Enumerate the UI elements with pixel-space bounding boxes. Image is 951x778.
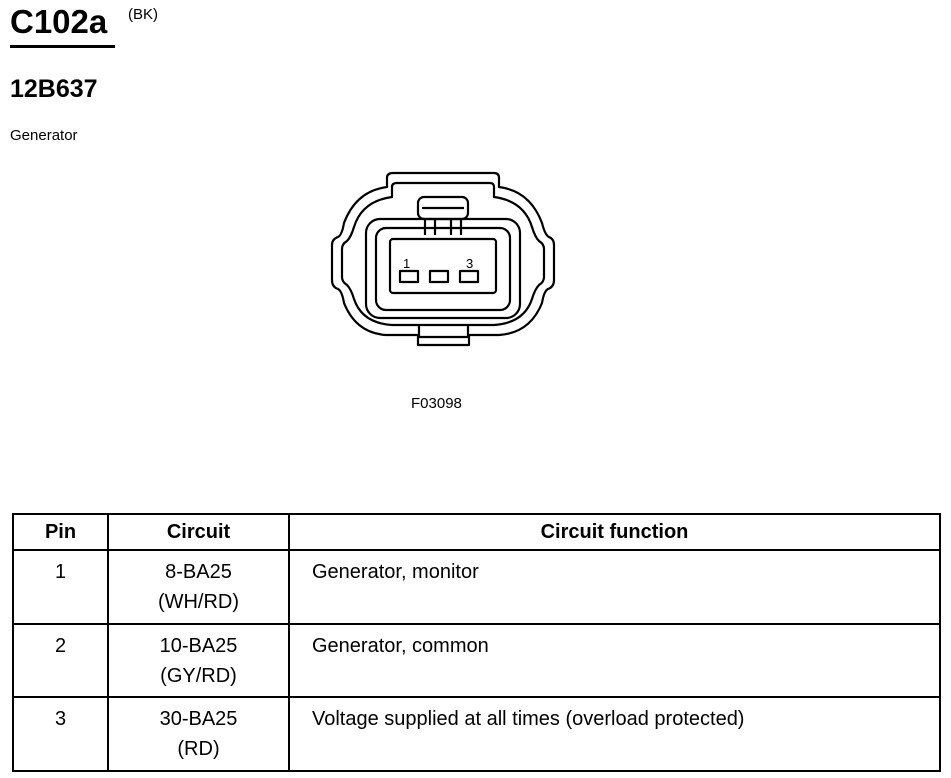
table-row: 3 30-BA25 (RD) Voltage supplied at all t… xyxy=(12,696,941,772)
terminal-1 xyxy=(398,269,420,284)
circuit-cell: 8-BA25 (WH/RD) xyxy=(107,549,290,625)
latch xyxy=(416,195,470,221)
wire-color: (GY/RD) xyxy=(160,665,237,687)
connector-id: C102a xyxy=(10,3,108,40)
header-pin: Pin xyxy=(12,513,109,551)
header-circuit: Circuit xyxy=(107,513,290,551)
table-row: 2 10-BA25 (GY/RD) Generator, common xyxy=(12,623,941,698)
pin-label-3: 3 xyxy=(466,256,473,271)
connector-face-diagram: 1 3 xyxy=(330,171,556,347)
component-name: Generator xyxy=(10,127,78,144)
connector-id-underline xyxy=(10,45,115,48)
pin-table: Pin Circuit Circuit function 1 8-BA25 (W… xyxy=(12,513,941,772)
terminal-2 xyxy=(428,269,450,284)
bottom-key xyxy=(417,325,470,339)
pin-number: 2 xyxy=(12,623,109,698)
wire-color: (WH/RD) xyxy=(157,591,240,613)
circuit-function: Generator, common xyxy=(288,623,941,698)
pin-number: 3 xyxy=(12,696,109,772)
pin-number: 1 xyxy=(12,549,109,625)
circuit-id: 30-BA25 xyxy=(159,708,238,730)
pin-cavity-inner xyxy=(374,226,512,312)
part-number: 12B637 xyxy=(10,75,98,103)
pin-label-1: 1 xyxy=(403,256,410,271)
circuit-function: Generator, monitor xyxy=(288,549,941,625)
housing-outer-outline xyxy=(330,171,556,347)
header-circuit-function: Circuit function xyxy=(288,513,941,551)
circuit-id: 10-BA25 xyxy=(159,635,238,657)
circuit-function: Voltage supplied at all times (overload … xyxy=(288,696,941,772)
pin-block xyxy=(388,237,498,295)
wire-color: (RD) xyxy=(177,738,220,760)
terminal-3 xyxy=(458,269,480,284)
circuit-cell: 10-BA25 (GY/RD) xyxy=(107,623,290,698)
table-row: 1 8-BA25 (WH/RD) Generator, monitor xyxy=(12,549,941,625)
housing-inner-outline xyxy=(340,181,546,327)
connector-color: (BK) xyxy=(128,6,158,23)
table-header-row: Pin Circuit Circuit function xyxy=(12,513,941,551)
circuit-id: 8-BA25 xyxy=(165,561,232,583)
figure-code: F03098 xyxy=(411,395,462,412)
circuit-cell: 30-BA25 (RD) xyxy=(107,696,290,772)
